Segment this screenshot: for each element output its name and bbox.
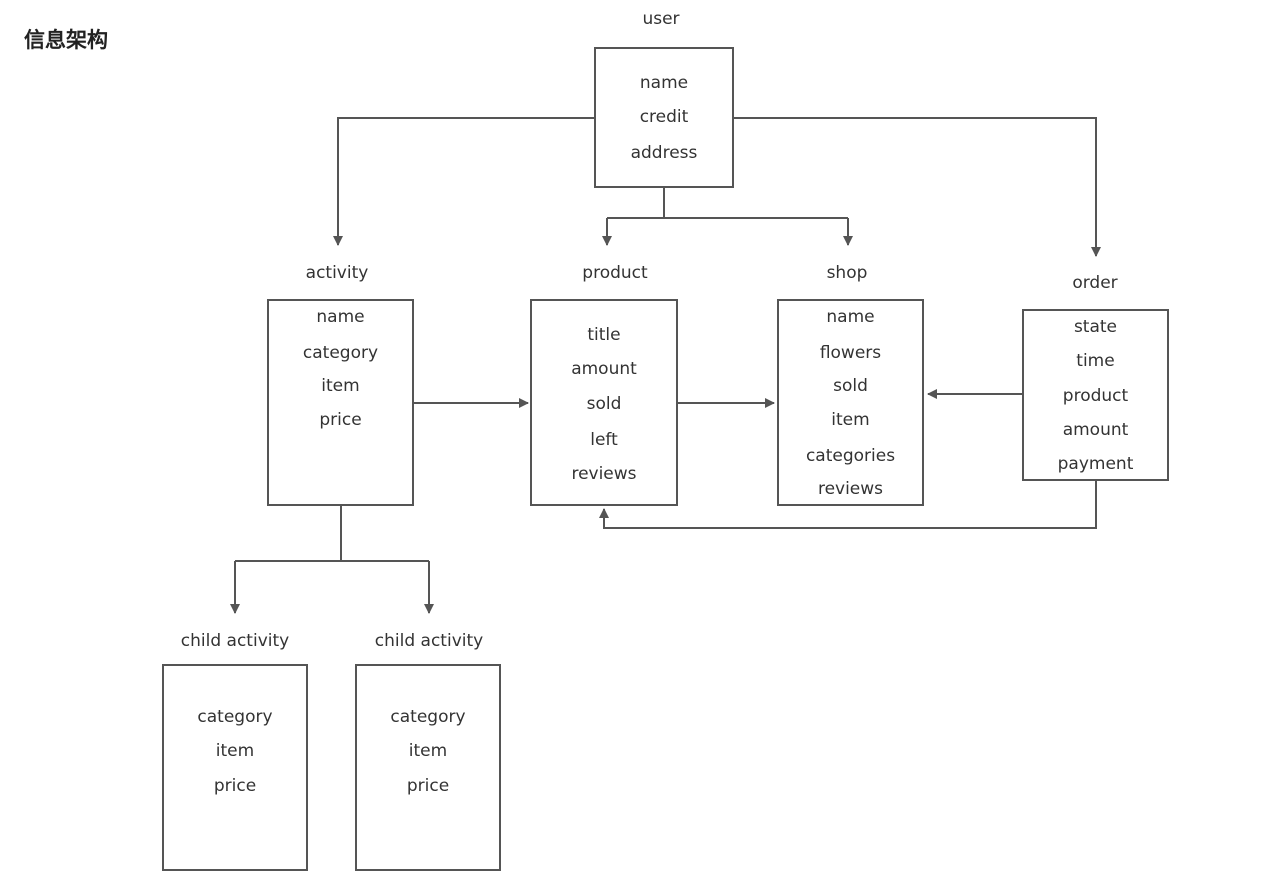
shop-field-reviews: reviews [817, 479, 884, 499]
activity-field-category: category [302, 343, 379, 363]
child-activity-1-field-category: category [197, 707, 273, 727]
child-activity-2-field-category: category [390, 707, 466, 727]
edge-user-hub [607, 187, 848, 219]
shop-field-flowers: flowers [819, 343, 882, 363]
node-label-order: order [1072, 273, 1118, 293]
order-field-time: time [1076, 351, 1115, 371]
edge-user-order [734, 117, 1101, 257]
entity-activity: name category item price [267, 299, 414, 506]
child-activity-1-field-price: price [213, 776, 257, 796]
shop-field-sold: sold [833, 376, 868, 396]
edge-order-product [599, 480, 1097, 529]
product-field-title: title [587, 325, 621, 345]
edge-user-activity [333, 117, 594, 246]
entity-child-activity-1: category item price [162, 664, 308, 871]
product-field-sold: sold [586, 394, 622, 414]
order-field-payment: payment [1057, 454, 1134, 474]
product-field-left: left [590, 430, 618, 450]
child-activity-1-field-item: item [215, 741, 255, 761]
node-label-user: user [642, 9, 680, 29]
shop-field-item: item [831, 410, 870, 430]
product-field-reviews: reviews [571, 464, 637, 484]
entity-child-activity-2: category item price [355, 664, 501, 871]
entity-product: title amount sold left reviews [530, 299, 678, 506]
node-label-shop: shop [826, 263, 868, 283]
node-label-product: product [582, 263, 648, 283]
node-label-child-activity-2: child activity [374, 631, 484, 651]
page-title: 信息架构 [24, 28, 108, 52]
user-field-address: address [630, 143, 698, 163]
order-field-amount: amount [1062, 420, 1129, 440]
user-field-credit: credit [639, 107, 689, 127]
entity-order: state time product amount payment [1022, 309, 1169, 481]
entity-user: name credit address [594, 47, 734, 188]
activity-field-name: name [316, 307, 365, 327]
order-field-product: product [1062, 386, 1129, 406]
edge-activity-children-hub [235, 505, 429, 562]
order-field-state: state [1073, 317, 1118, 337]
child-activity-2-field-item: item [408, 741, 448, 761]
child-activity-2-field-price: price [406, 776, 450, 796]
user-field-name: name [639, 73, 689, 93]
node-label-child-activity-1: child activity [180, 631, 290, 651]
shop-field-name: name [826, 307, 875, 327]
node-label-activity: activity [305, 263, 369, 283]
activity-field-price: price [319, 410, 362, 430]
product-field-amount: amount [571, 359, 637, 379]
activity-field-item: item [321, 376, 360, 396]
entity-shop: name flowers sold item categories review… [777, 299, 924, 506]
shop-field-categories: categories [805, 446, 896, 466]
